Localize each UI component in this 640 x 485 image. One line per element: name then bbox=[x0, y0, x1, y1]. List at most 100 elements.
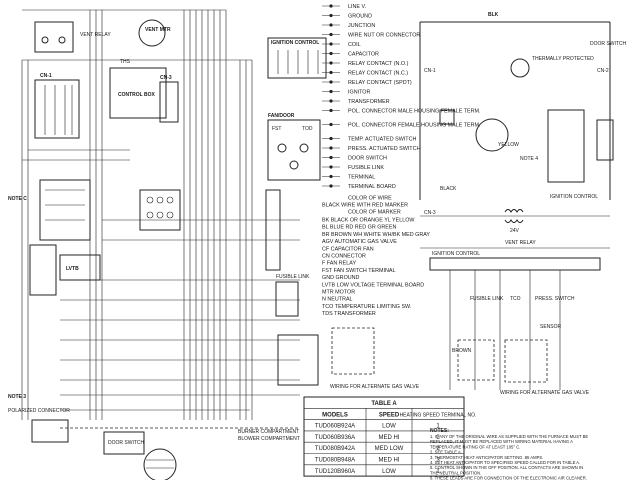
cn3-connector bbox=[159, 81, 179, 123]
legend-symbol-wire-nut bbox=[322, 32, 340, 37]
right-vent-relay-label: VENT RELAY bbox=[505, 240, 536, 246]
legend-symbol-door-switch bbox=[322, 155, 340, 160]
sensor-label: SENSOR bbox=[540, 324, 562, 330]
fst-label: FST bbox=[272, 126, 281, 132]
note-line: 5. CONTROL SHOWN IN THE OFF POSITION. AL… bbox=[430, 465, 583, 470]
fan-door-label: FAN/DOOR bbox=[268, 113, 295, 119]
note-c-label: NOTE C bbox=[8, 196, 27, 202]
abbreviation-row: BR BROWN WH WHITE WH/BK MED GRAY bbox=[322, 232, 430, 238]
vent-motor-label: VENT MTR bbox=[145, 27, 171, 33]
black-wire-label: BLACK bbox=[440, 186, 457, 192]
legend-label: POL. CONNECTOR FEMALE HOUSING MALE TERM. bbox=[348, 123, 481, 129]
table-cell: TUD060B936A bbox=[315, 435, 355, 441]
color-of-wire-title: COLOR OF WIRE bbox=[348, 196, 392, 202]
right-fusible-link-label: FUSIBLE LINK bbox=[470, 296, 504, 302]
right-ignition-control bbox=[547, 109, 585, 183]
thermally-protected-label: THERMALLY PROTECTED bbox=[532, 56, 594, 62]
cn3-right-label: CN-3 bbox=[424, 210, 436, 216]
gas-valve-box bbox=[277, 334, 319, 386]
wiring-alt-gas-valve-label: WIRING FOR ALTERNATE GAS VALVE bbox=[330, 384, 420, 390]
table-cell: 3 bbox=[436, 458, 440, 464]
polarized-connector-label: POLARIZED CONNECTOR bbox=[8, 408, 70, 414]
right-alt-gas-valve bbox=[504, 339, 548, 383]
abbreviation-row: TCO TEMPERATURE LIMITING SW. bbox=[322, 304, 411, 310]
legend-label: TERMINAL BOARD bbox=[348, 184, 396, 190]
brown-wire-label: BROWN bbox=[452, 348, 472, 354]
legend-symbol-relay-spdt bbox=[322, 80, 340, 84]
door-switch-label: DOOR SWITCH bbox=[108, 440, 144, 446]
table-header-cell: SPEED bbox=[379, 412, 400, 418]
notes-title: NOTES: bbox=[430, 428, 449, 434]
abbreviation-row: FST FAN SWITCH TERMINAL bbox=[322, 268, 395, 274]
blk-label: BLK bbox=[488, 12, 499, 18]
legend-symbol-pol-male bbox=[322, 108, 340, 113]
note-line: 2. SEE TABLE A. bbox=[430, 450, 462, 455]
legend-label: TRANSFORMER bbox=[348, 99, 390, 105]
note-line: 4. SET HEAT ANTICIPATOR TO SPECIFIED SPE… bbox=[430, 460, 580, 465]
table-cell: TUD060B924A bbox=[315, 424, 355, 430]
table-cell: MED LOW bbox=[375, 446, 404, 452]
table-cell: LOW bbox=[382, 469, 396, 475]
legend-symbol-ignitor bbox=[322, 89, 340, 94]
fusible-link-label: FUSIBLE LINK bbox=[276, 274, 310, 280]
left-terminal-block bbox=[39, 179, 91, 241]
right-ignition-control-label: IGNITION CONTROL bbox=[550, 194, 598, 200]
note-line: 1. IF ANY OF THE ORIGINAL WIRE AS SUPPLI… bbox=[430, 434, 588, 439]
legend-label: WIRE NUT OR CONNECTOR bbox=[348, 33, 420, 39]
table-cell: 1 bbox=[436, 469, 440, 475]
note-4-label: NOTE 4 bbox=[520, 156, 538, 162]
table-header-cell: MODELS bbox=[322, 412, 348, 418]
table-header-cell: HEATING SPEED TERMINAL NO. bbox=[400, 412, 477, 418]
legend-label: PRESS. ACTUATED SWITCH bbox=[348, 146, 420, 152]
legend-label: POL. CONNECTOR MALE HOUSING FEMALE TERM. bbox=[348, 109, 481, 115]
press-switch-label: PRESS. SWITCH bbox=[535, 296, 575, 302]
blower-motor-right bbox=[475, 118, 509, 152]
table-title: TABLE A bbox=[371, 401, 397, 407]
center-connector bbox=[139, 189, 181, 231]
door-switch-box bbox=[103, 431, 145, 455]
note-3-label: NOTE 3 bbox=[8, 394, 26, 400]
legend-label: COIL bbox=[348, 42, 361, 48]
legend-symbol-transformer bbox=[322, 99, 340, 103]
table-cell: TUD080B942A bbox=[315, 446, 355, 452]
transformer-symbol bbox=[504, 209, 524, 223]
cf-capacitor bbox=[439, 109, 455, 125]
cn1-connector bbox=[34, 79, 80, 139]
right-door-switch-label: DOOR SWITCH bbox=[590, 41, 626, 47]
lvtb-block bbox=[59, 254, 101, 281]
tod-label: TOD bbox=[302, 126, 313, 132]
polarized-connector-strip bbox=[265, 189, 281, 271]
abbreviation-row: GND GROUND bbox=[322, 275, 360, 281]
legend-label: CAPACITOR bbox=[348, 52, 379, 58]
table-cell: LOW bbox=[382, 424, 396, 430]
right-wiring-alt-gas-valve-label: WIRING FOR ALTERNATE GAS VALVE bbox=[500, 390, 590, 396]
right-door-switch bbox=[596, 119, 614, 161]
color-of-marker: COLOR OF MARKER bbox=[348, 210, 401, 216]
note-line: THE NEUTRAL POSITION. bbox=[430, 470, 481, 475]
legend-label: DOOR SWITCH bbox=[348, 156, 387, 162]
legend-label: TERMINAL bbox=[348, 175, 375, 181]
legend-label: RELAY CONTACT (N.C.) bbox=[348, 71, 408, 77]
table-cell: 2 bbox=[436, 435, 440, 441]
legend-label: FUSIBLE LINK bbox=[348, 165, 384, 171]
abbreviation-row: AGV AUTOMATIC GAS VALVE bbox=[322, 239, 397, 245]
legend-label: TEMP. ACTUATED SWITCH bbox=[348, 137, 416, 143]
abbreviation-row: F FAN RELAY bbox=[322, 261, 356, 267]
vent-motor-symbol bbox=[138, 19, 166, 47]
notes-block: NOTES:1. IF ANY OF THE ORIGINAL WIRE AS … bbox=[430, 428, 588, 481]
legend-symbol-terminal-board bbox=[322, 184, 340, 188]
legend-symbol-line-voltage bbox=[322, 4, 340, 8]
cn1-label: CN-1 bbox=[40, 73, 52, 79]
table-frame bbox=[303, 396, 465, 477]
note-line: 3. THERMOSTAT HEAT ANTICIPATOR SETTING .… bbox=[430, 455, 543, 460]
tco-label: TCO bbox=[510, 296, 521, 302]
abbreviation-row: TDS TRANSFORMER bbox=[322, 311, 376, 317]
color-of-wire-example: BLACK WIRE WITH RED MARKER bbox=[322, 203, 408, 209]
note-line: 6. THESE LEADS ARE FOR CONNECTION OF THE… bbox=[430, 476, 587, 480]
ignition-control-box bbox=[267, 37, 327, 79]
legend-label: RELAY CONTACT (SPDT) bbox=[348, 80, 412, 86]
table-cell: 2 bbox=[436, 446, 440, 452]
ths-label: THS bbox=[120, 59, 131, 65]
